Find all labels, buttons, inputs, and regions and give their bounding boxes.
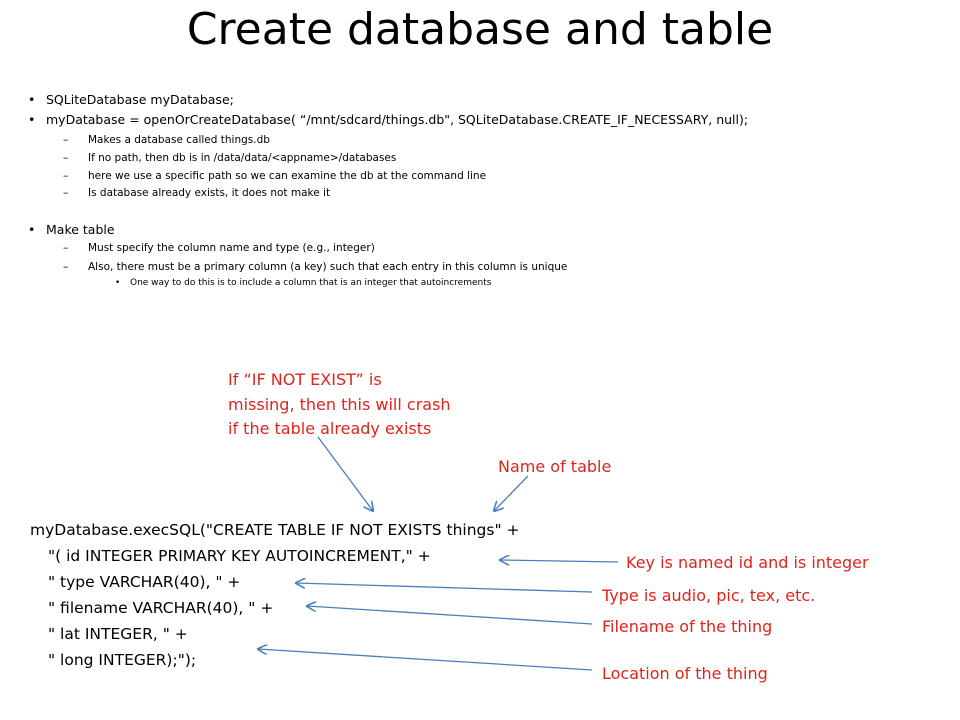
annotation-if-not-exist-line-1: If “IF NOT EXIST” is [228, 370, 382, 389]
annotation-if-not-exist-line-3: if the table already exists [228, 419, 432, 438]
code-line: "( id INTEGER PRIMARY KEY AUTOINCREMENT,… [48, 547, 431, 565]
arrow-to-type [296, 583, 593, 593]
bullet-item: Make table [46, 222, 115, 237]
code-line: " filename VARCHAR(40), " + [48, 599, 274, 617]
annotation-if-not-exist-line-2: missing, then this will crash [228, 395, 451, 414]
bullet-item: SQLiteDatabase myDatabase; [46, 92, 234, 107]
bullet-marker: • [28, 222, 36, 237]
dash-marker: – [63, 242, 69, 254]
annotation-location: Location of the thing [602, 664, 768, 683]
arrow-to-location [258, 649, 593, 671]
dash-marker: – [63, 261, 69, 273]
sub-sub-bullet-item: One way to do this is to include a colum… [130, 278, 492, 288]
annotation-type: Type is audio, pic, tex, etc. [602, 586, 816, 605]
annotation-filename: Filename of the thing [602, 617, 773, 636]
dash-marker: – [63, 187, 69, 199]
sub-bullet-item: Also, there must be a primary column (a … [88, 261, 568, 273]
sub-bullet-item: Is database already exists, it does not … [88, 187, 331, 199]
bullet-marker: • [28, 112, 36, 127]
sub-sub-bullet-marker: • [115, 278, 121, 288]
bullet-item: myDatabase = openOrCreateDatabase( “/mnt… [46, 112, 749, 127]
annotation-key: Key is named id and is integer [626, 553, 869, 572]
sub-bullet-item: If no path, then db is in /data/data/<ap… [88, 152, 397, 164]
arrow-to-filename [307, 606, 593, 625]
arrow-to-key [500, 560, 619, 562]
code-line: myDatabase.execSQL("CREATE TABLE IF NOT … [30, 521, 520, 539]
sub-bullet-item: Makes a database called things.db [88, 134, 270, 146]
annotation-table-name: Name of table [498, 457, 612, 476]
code-line: " lat INTEGER, " + [48, 625, 188, 643]
sub-bullet-item: Must specify the column name and type (e… [88, 242, 375, 254]
dash-marker: – [63, 152, 69, 164]
dash-marker: – [63, 170, 69, 182]
slide-title: Create database and table [186, 4, 774, 55]
code-line: " long INTEGER);"); [48, 651, 197, 669]
dash-marker: – [63, 134, 69, 146]
bullet-marker: • [28, 92, 36, 107]
arrow-to-table-name [494, 475, 529, 511]
code-line: " type VARCHAR(40), " + [48, 573, 241, 591]
sub-bullet-item: here we use a specific path so we can ex… [88, 170, 487, 182]
arrow-to-if-not-exists [317, 436, 373, 511]
